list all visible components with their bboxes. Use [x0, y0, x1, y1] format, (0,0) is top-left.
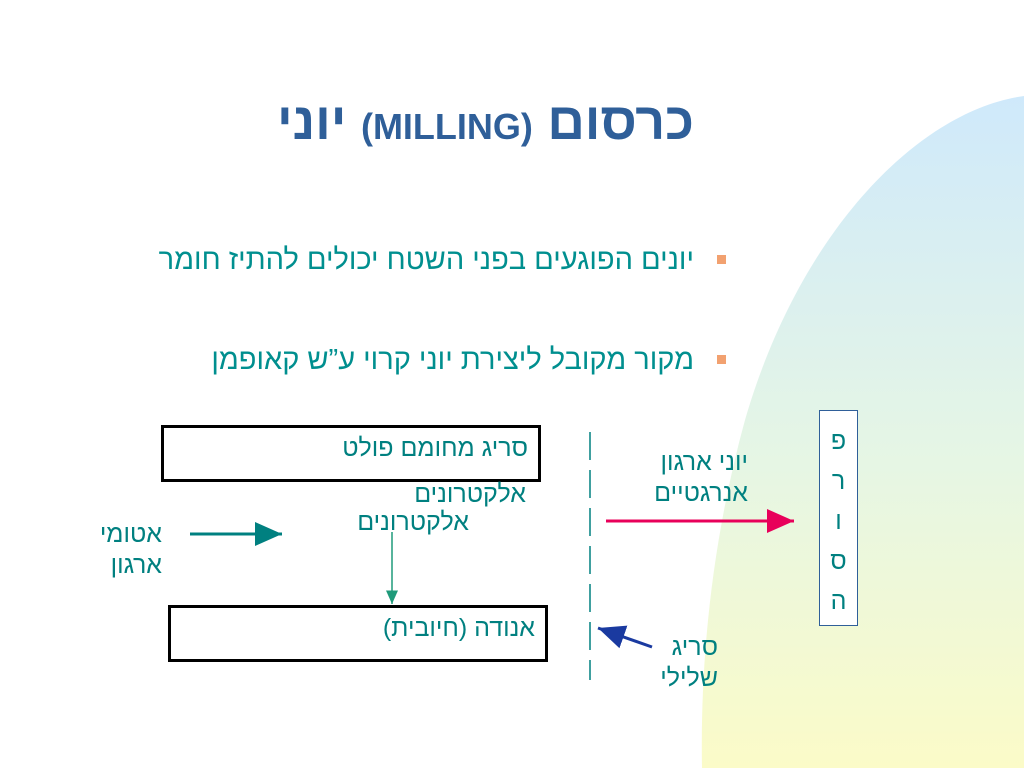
title-latin: (MILLING) — [360, 106, 533, 147]
sputter-letter: ר — [831, 467, 846, 495]
title-hebrew-end: יוני — [277, 93, 347, 151]
sputter-letter: ה — [830, 587, 847, 615]
heated-grid-label: סריג מחומם פולט — [342, 434, 528, 462]
bullet-text: יונים הפוגעים בפני השטח יכולים להתיז חומ… — [158, 244, 694, 276]
electrons-label: אלקטרונים — [414, 480, 526, 508]
title-hebrew-main: כרסום — [547, 93, 694, 151]
argon-ions-label: יוני ארגון אנרגטיים — [654, 448, 748, 507]
sputter-vertical-box: פ ר ו ס ה — [819, 410, 858, 626]
argon-atoms-label: אטומי ארגון — [99, 520, 162, 579]
sputter-letter: ו — [835, 507, 842, 535]
electrons-label: אלקטרונים — [357, 508, 469, 536]
sputter-letters: פ ר ו ס ה — [820, 421, 857, 621]
bullet-text: מקור מקובל ליצירת יוני קרוי ע”ש קאופמן — [211, 344, 694, 376]
bullet-marker-icon — [717, 255, 726, 264]
heated-grid-box: סריג מחומם פולט — [161, 425, 541, 482]
negative-grid-label: סריג שלילי — [660, 633, 718, 692]
bullet-item: מקור מקובל ליצירת יוני קרוי ע”ש קאופמן — [14, 336, 726, 384]
bullet-marker-icon — [717, 355, 726, 364]
bullet-item: יונים הפוגעים בפני השטח יכולים להתיז חומ… — [14, 236, 726, 284]
page-title: כרסום (MILLING) יוני — [277, 92, 694, 152]
sputter-letter: פ — [830, 427, 847, 455]
sputter-letter: ס — [830, 547, 847, 575]
anode-label: אנודה (חיובית) — [382, 614, 535, 642]
anode-box: אנודה (חיובית) — [168, 605, 548, 662]
